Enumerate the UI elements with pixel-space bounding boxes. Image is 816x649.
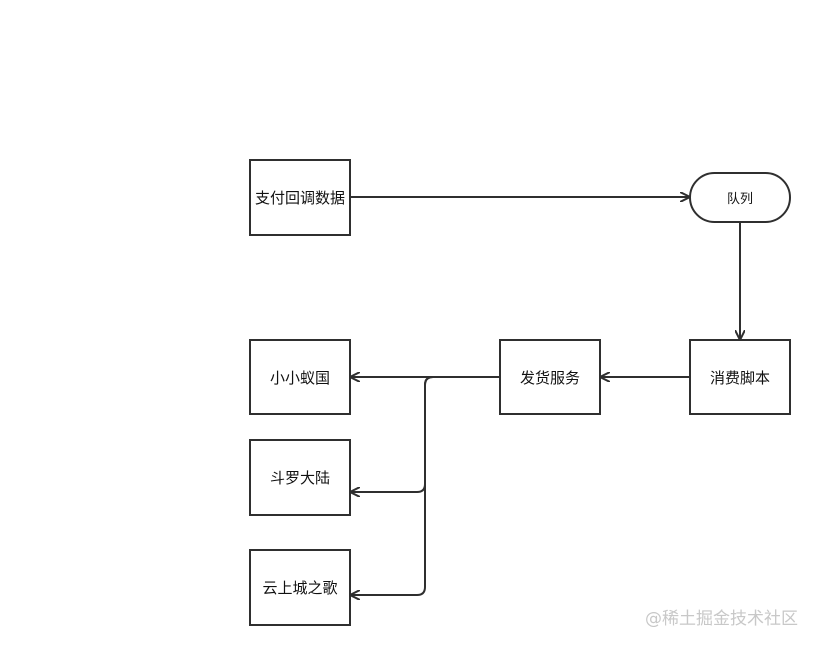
node-shipping-service-label: 发货服务 [519, 368, 580, 387]
node-game-b: 斗罗大陆 [249, 439, 351, 516]
node-pay-callback: 支付回调数据 [249, 159, 351, 236]
node-queue-label: 队列 [726, 192, 753, 207]
node-consumer-script: 消费脚本 [689, 339, 791, 415]
watermark: @稀土掘金技术社区 [645, 609, 798, 629]
node-game-c: 云上城之歌 [249, 549, 351, 626]
arrow-shipping-to-game-c [351, 376, 499, 595]
node-game-a-label: 小小蚁国 [269, 368, 330, 387]
node-game-a: 小小蚁国 [249, 339, 351, 415]
node-queue: 队列 [689, 172, 791, 223]
node-game-c-label: 云上城之歌 [262, 579, 338, 597]
node-pay-callback-label: 支付回调数据 [254, 189, 345, 207]
node-consumer-script-label: 消费脚本 [709, 368, 770, 387]
node-shipping-service: 发货服务 [499, 339, 601, 415]
node-game-b-label: 斗罗大陆 [269, 469, 330, 487]
